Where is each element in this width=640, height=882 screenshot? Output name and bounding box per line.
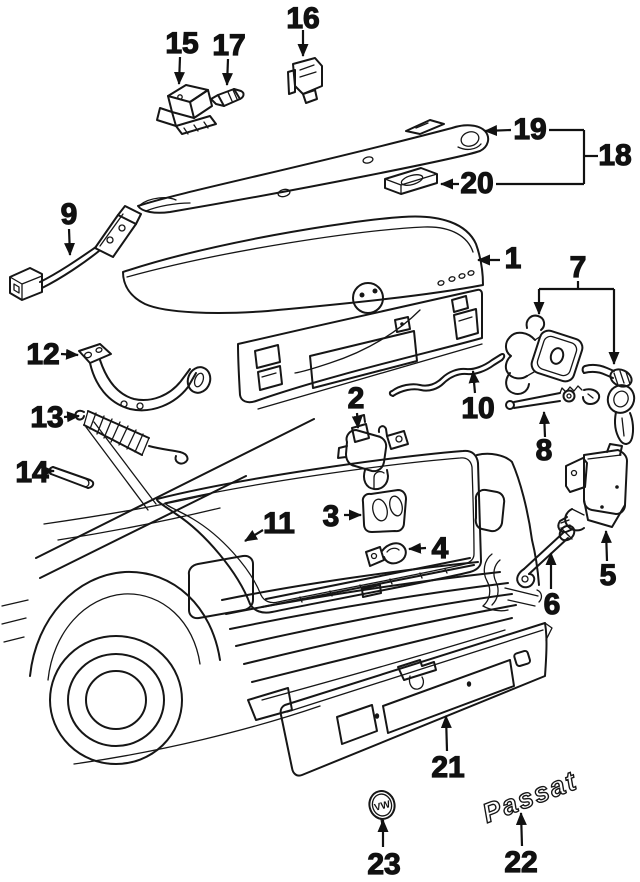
callout-label-18: 18	[598, 139, 631, 172]
lock-actuator	[557, 443, 628, 534]
callout-label-22: 22	[504, 846, 537, 879]
callout-label-10: 10	[461, 392, 494, 425]
lock-cylinder-housing	[504, 314, 584, 395]
callout-arrow-8	[538, 411, 550, 438]
trunk-harness	[9, 205, 142, 301]
callout-label-23: 23	[367, 848, 400, 881]
callout-arrow-5	[600, 530, 612, 562]
trim-panel	[279, 622, 553, 777]
callout-arrow-21	[440, 715, 452, 752]
callout-label-8: 8	[536, 434, 553, 467]
trunk-hinge	[78, 343, 212, 412]
striker	[365, 542, 407, 567]
passat-nameplate: Passat	[478, 765, 583, 830]
torsion-spring	[74, 409, 189, 465]
latch-gasket	[361, 489, 407, 533]
callout-label-20: 20	[460, 167, 493, 200]
nameplate-text: Passat	[478, 765, 581, 829]
lock-lever	[505, 385, 601, 410]
callout-label-13: 13	[30, 401, 63, 434]
callout-arrow-11	[244, 529, 264, 542]
callout-label-6: 6	[544, 588, 561, 621]
callout-label-17: 17	[212, 29, 245, 62]
spoiler-bracket	[384, 167, 438, 195]
trunk-lid-inner-panel	[237, 288, 483, 410]
vw-emblem-text: VW	[373, 799, 392, 814]
callout-label-1: 1	[505, 242, 522, 275]
callout-arrow-12	[60, 348, 79, 360]
callout-label-9: 9	[61, 198, 78, 231]
pin	[48, 466, 95, 489]
callout-label-15: 15	[165, 27, 198, 60]
switch	[287, 57, 323, 104]
trunk-seal	[155, 449, 482, 614]
callout-arrow-9	[64, 228, 76, 256]
callout-label-2: 2	[348, 382, 365, 415]
callout-label-7: 7	[570, 251, 587, 284]
actuator-rod	[516, 524, 576, 589]
callout-arrow-22	[515, 812, 527, 847]
callout-label-3: 3	[323, 500, 340, 533]
callout-label-19: 19	[513, 113, 546, 146]
callout-arrow-10	[468, 370, 480, 394]
vw-emblem: VW	[368, 790, 396, 826]
callout-arrow-4	[408, 542, 427, 554]
callout-arrow-2	[351, 412, 363, 429]
callout-label-21: 21	[431, 751, 464, 784]
car-body	[1, 418, 543, 765]
key	[581, 363, 636, 445]
trunk-lid	[122, 215, 484, 314]
callout-arrow-19	[484, 125, 512, 137]
callout-label-12: 12	[26, 338, 59, 371]
bulb	[210, 88, 245, 107]
callout-label-5: 5	[600, 559, 617, 592]
callout-label-14: 14	[15, 456, 49, 489]
callout-label-16: 16	[286, 2, 319, 35]
spoiler	[137, 119, 490, 214]
license-plate-light	[156, 84, 217, 135]
callout-label-11: 11	[263, 507, 295, 540]
callout-arrow-13	[63, 411, 80, 423]
callout-arrow-15	[173, 56, 185, 85]
callout-label-4: 4	[432, 532, 449, 565]
trunk-lock-latch	[337, 414, 409, 491]
lock-rod	[388, 352, 506, 397]
callout-arrow-17	[221, 58, 233, 86]
